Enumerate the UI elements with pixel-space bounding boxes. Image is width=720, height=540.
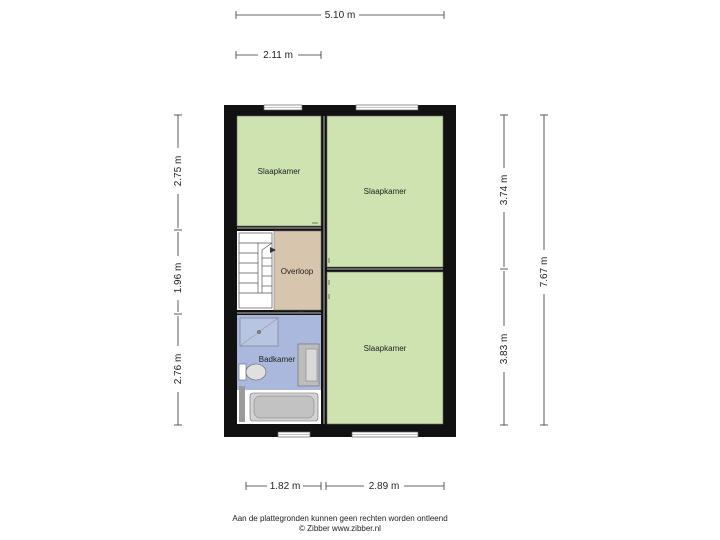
bedroom-top-left xyxy=(236,115,322,227)
copyright-line: © Zibber www.zibber.nl xyxy=(299,524,381,533)
bathtub-inner xyxy=(253,395,315,419)
stairwell xyxy=(237,231,274,310)
interior-wall-lines xyxy=(237,116,443,424)
bedroom-top-right xyxy=(326,115,444,268)
dim-top-partial: 2.11 m xyxy=(263,50,293,61)
window-mullions xyxy=(264,107,418,435)
dim-top-total: 5.10 m xyxy=(325,10,356,21)
dim-left-bottom: 2.76 m xyxy=(173,354,184,385)
dim-left-top: 2.75 m xyxy=(173,156,184,187)
shower-screen xyxy=(239,317,279,347)
door-markers xyxy=(298,222,330,313)
sink-basin xyxy=(305,348,318,382)
room-label-bathroom: Badkamer xyxy=(259,355,296,364)
dim-left-middle: 1.96 m xyxy=(173,263,184,294)
radiator xyxy=(239,386,245,422)
room-label-bedroom-top-right: Slaapkamer xyxy=(364,187,407,196)
dim-right-bottom: 3.83 m xyxy=(499,334,510,365)
stair-arrow-icon xyxy=(270,247,276,253)
staircase xyxy=(238,232,273,309)
room-label-landing: Overloop xyxy=(281,267,314,276)
room-label-bedroom-top-left: Slaapkamer xyxy=(258,167,301,176)
dim-bottom-right: 2.89 m xyxy=(369,481,400,492)
bedroom-bottom-right xyxy=(326,271,444,425)
disclaimer-line: Aan de plattegronden kunnen geen rechten… xyxy=(232,514,447,523)
room-label-bedroom-bottom-right: Slaapkamer xyxy=(364,344,407,353)
toilet-bowl xyxy=(245,363,267,381)
dimension-lines xyxy=(174,11,548,490)
dim-bottom-left: 1.82 m xyxy=(270,481,301,492)
dim-right-total: 7.67 m xyxy=(539,257,550,288)
landing xyxy=(273,230,322,311)
dim-right-top: 3.74 m xyxy=(499,175,510,206)
toilet-tank xyxy=(238,363,247,381)
